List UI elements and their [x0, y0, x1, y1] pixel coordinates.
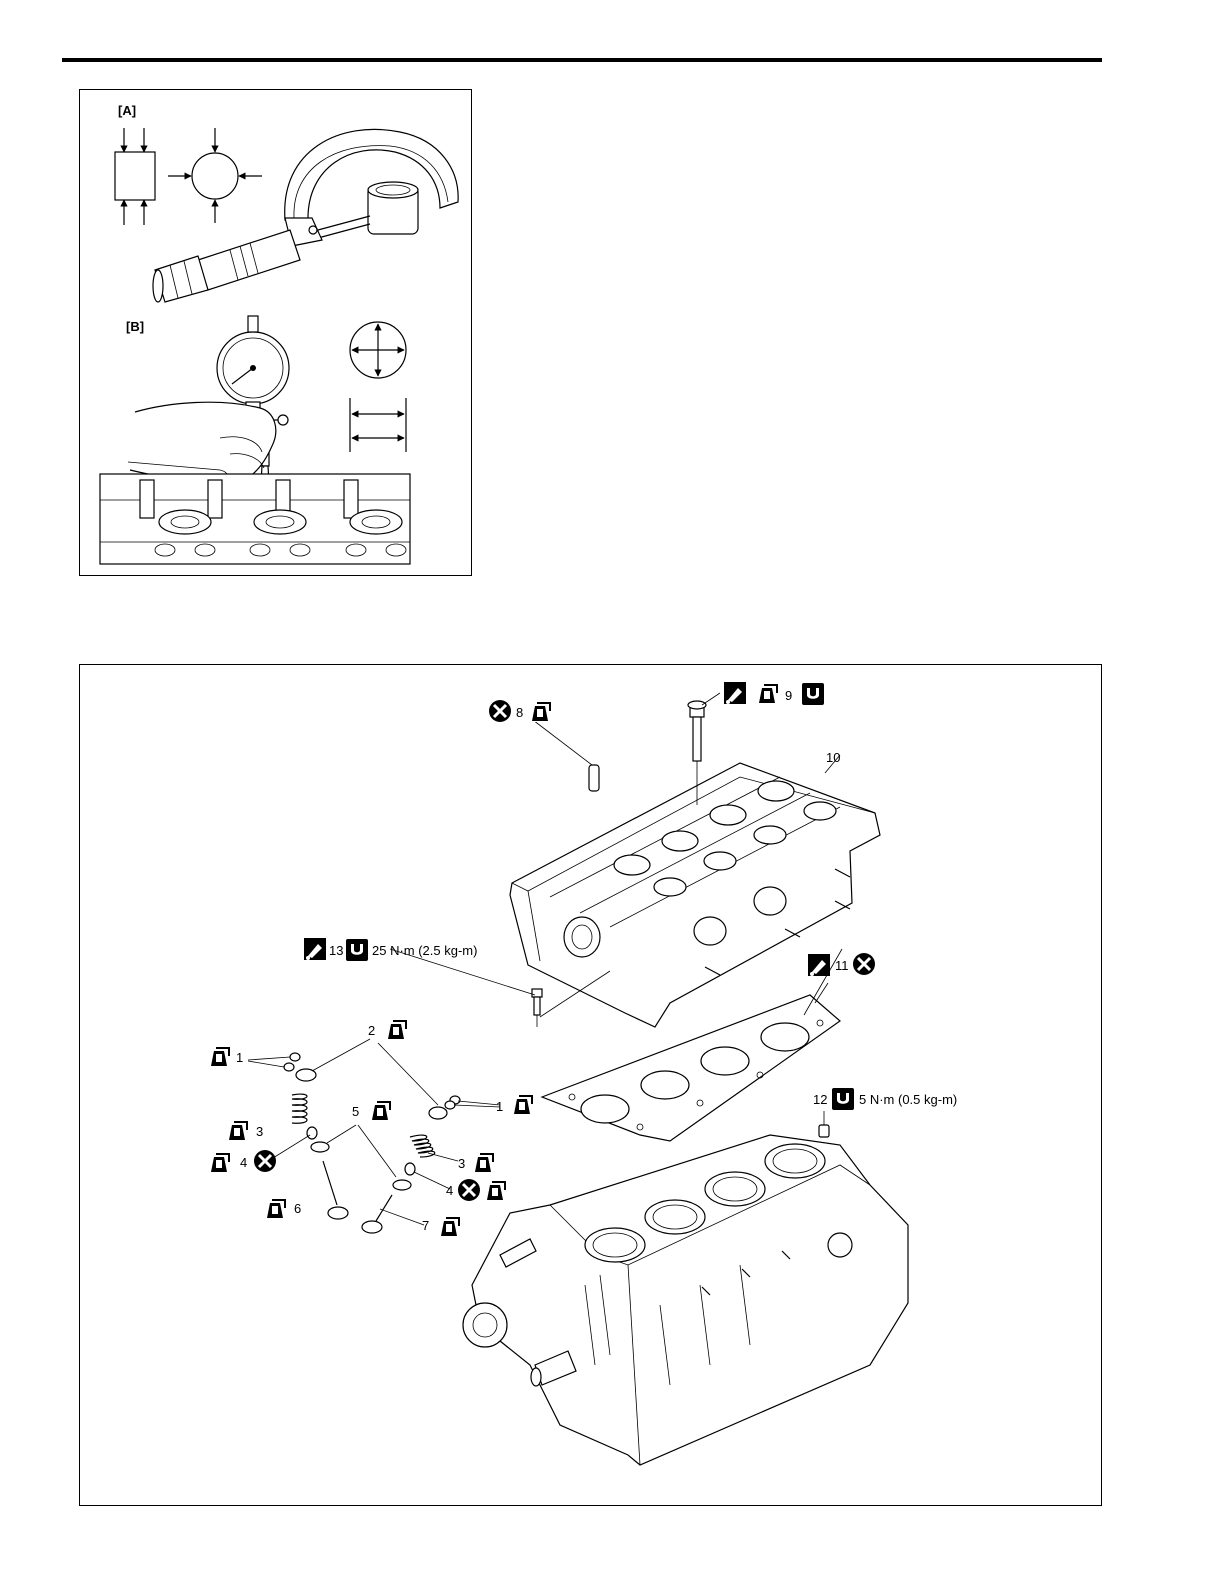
do-not-reuse-icon — [254, 1150, 276, 1172]
torque-value-12: 5 N·m (0.5 kg-m) — [859, 1092, 957, 1107]
tightening-torque-icon — [346, 939, 368, 961]
tightening-torque-icon — [802, 683, 824, 705]
measurement-figure: [A] [B] — [79, 89, 472, 576]
oil-can-icon — [484, 1179, 506, 1201]
leader-9 — [702, 693, 720, 705]
callout-13: 13 — [329, 943, 343, 958]
cylinder-head-part — [510, 755, 880, 1027]
torque-value-13: 25 N·m (2.5 kg-m) — [372, 943, 477, 958]
callout-10: 10 — [826, 750, 840, 765]
stem-section-diagram — [168, 128, 262, 223]
oil-can-icon — [756, 682, 778, 704]
dowel-pin-part — [819, 1111, 829, 1137]
oil-can-icon — [369, 1099, 391, 1121]
oil-can-icon — [438, 1215, 460, 1237]
tightening-torque-icon — [832, 1088, 854, 1110]
callout-1-right: 1 — [496, 1099, 503, 1114]
sealant-icon — [724, 682, 746, 704]
callout-2: 2 — [368, 1023, 375, 1038]
oil-can-icon — [208, 1151, 230, 1173]
do-not-reuse-icon — [458, 1179, 480, 1201]
cylinder-block-part — [463, 1135, 908, 1465]
oil-can-icon — [208, 1045, 230, 1067]
callout-3-right: 3 — [458, 1156, 465, 1171]
valve-guide-part — [529, 717, 599, 791]
sealant-icon — [304, 938, 326, 960]
oil-can-icon — [264, 1197, 286, 1219]
oil-can-icon — [226, 1119, 248, 1141]
hand-and-cylinder-head-illustration — [100, 402, 410, 564]
callout-8: 8 — [516, 705, 523, 720]
callout-4-left: 4 — [240, 1155, 247, 1170]
oil-can-icon — [385, 1018, 407, 1040]
do-not-reuse-icon — [853, 953, 875, 975]
oil-can-icon — [529, 700, 551, 722]
measurement-illustration: [A] [B] — [80, 90, 473, 577]
head-gasket-part — [542, 983, 840, 1141]
oil-can-icon — [511, 1093, 533, 1115]
stem-side-diagram — [115, 128, 155, 225]
micrometer-illustration — [153, 129, 458, 302]
label-a: [A] — [118, 103, 136, 118]
do-not-reuse-icon — [489, 700, 511, 722]
callout-4-right: 4 — [446, 1183, 453, 1198]
callout-6: 6 — [294, 1201, 301, 1216]
callout-7: 7 — [422, 1218, 429, 1233]
header-rule — [62, 58, 1102, 62]
cylinder-head-exploded-view: 8 9 10 13 25 N·m (2.5 kg-m) 11 12 5 N·m … — [79, 664, 1102, 1506]
callout-9: 9 — [785, 688, 792, 703]
callout-5: 5 — [352, 1104, 359, 1119]
callout-12: 12 — [813, 1092, 827, 1107]
label-b: [B] — [126, 319, 144, 334]
oil-can-icon — [472, 1151, 494, 1173]
callout-3-left: 3 — [256, 1124, 263, 1139]
callout-11: 11 — [835, 958, 849, 973]
sealant-icon — [808, 954, 830, 976]
callout-1-left: 1 — [236, 1050, 243, 1065]
bore-cross-diagram — [350, 322, 406, 452]
exploded-view-illustration: 8 9 10 13 25 N·m (2.5 kg-m) 11 12 5 N·m … — [80, 665, 1103, 1507]
